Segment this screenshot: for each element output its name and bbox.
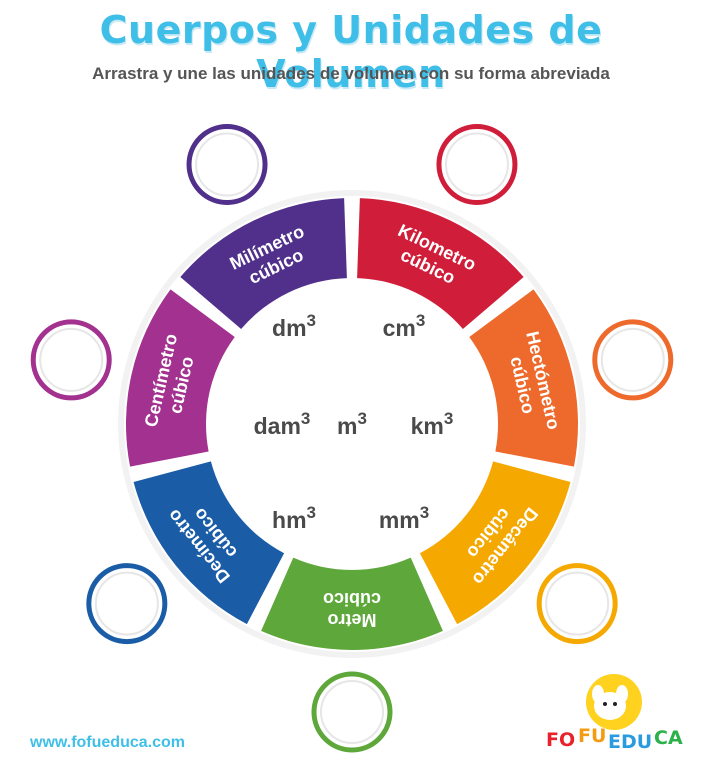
drop-target-inner: [195, 132, 260, 197]
drop-target-inner: [320, 680, 384, 744]
drop-target-circle[interactable]: [436, 124, 518, 206]
unit-tile-m[interactable]: m3: [337, 409, 367, 439]
logo-text-fu: FU: [578, 725, 606, 747]
drop-target-circle[interactable]: [311, 671, 393, 753]
wheel-segment: [133, 461, 285, 625]
wheel-segment: [357, 198, 524, 330]
drop-target-circle[interactable]: [186, 124, 268, 206]
unit-tile-km[interactable]: km3: [411, 409, 454, 439]
logo-text-fo: FO: [546, 729, 575, 751]
unit-tile-dm[interactable]: dm3: [272, 311, 316, 341]
drop-target-circle[interactable]: [536, 563, 618, 645]
wheel-center: [208, 280, 496, 568]
logo-mascot-ear-icon: [592, 685, 604, 703]
wheel-segment: [180, 198, 347, 330]
wheel-segment: [126, 289, 235, 467]
drop-target-circle[interactable]: [30, 319, 112, 401]
wheel-segment-label-line1: Metro: [327, 610, 376, 630]
drop-target-inner: [94, 571, 159, 636]
wheel-segment: [419, 461, 571, 625]
website-link[interactable]: www.fofueduca.com: [30, 734, 185, 751]
drop-target-inner: [600, 327, 665, 392]
wheel-segment-label-line2: cúbico: [323, 589, 381, 609]
drop-target-inner: [545, 571, 610, 636]
fofueduca-logo: FO FU EDU CA: [545, 674, 684, 754]
logo-mascot-eye-icon: [613, 702, 617, 706]
drop-targets: [30, 124, 674, 753]
wheel-segment: [469, 289, 578, 467]
drop-target-circle[interactable]: [86, 563, 168, 645]
unit-tile-mm[interactable]: mm3: [379, 503, 429, 533]
wheel-segments: [126, 198, 578, 650]
unit-tile-hm[interactable]: hm3: [272, 503, 316, 533]
drop-target-circle[interactable]: [592, 319, 674, 401]
page-title: Cuerpos y Unidades de Volumen: [99, 8, 603, 96]
unit-tile-cm[interactable]: cm3: [383, 311, 426, 341]
unit-tile-dam[interactable]: dam3: [254, 409, 311, 439]
wheel-segment: [261, 557, 443, 650]
logo-mascot-eye-icon: [603, 702, 607, 706]
drop-target-inner: [444, 132, 509, 197]
unit-tiles: dm3 cm3 dam3 m3 km3 hm3 mm3: [254, 311, 454, 533]
drop-target-inner: [39, 327, 104, 392]
page-subtitle: Arrastra y une las unidades de volumen c…: [92, 64, 610, 83]
logo-text-edu: EDU: [608, 731, 652, 753]
logo-mascot-ear-icon: [616, 685, 628, 703]
logo-text-ca: CA: [654, 727, 683, 749]
